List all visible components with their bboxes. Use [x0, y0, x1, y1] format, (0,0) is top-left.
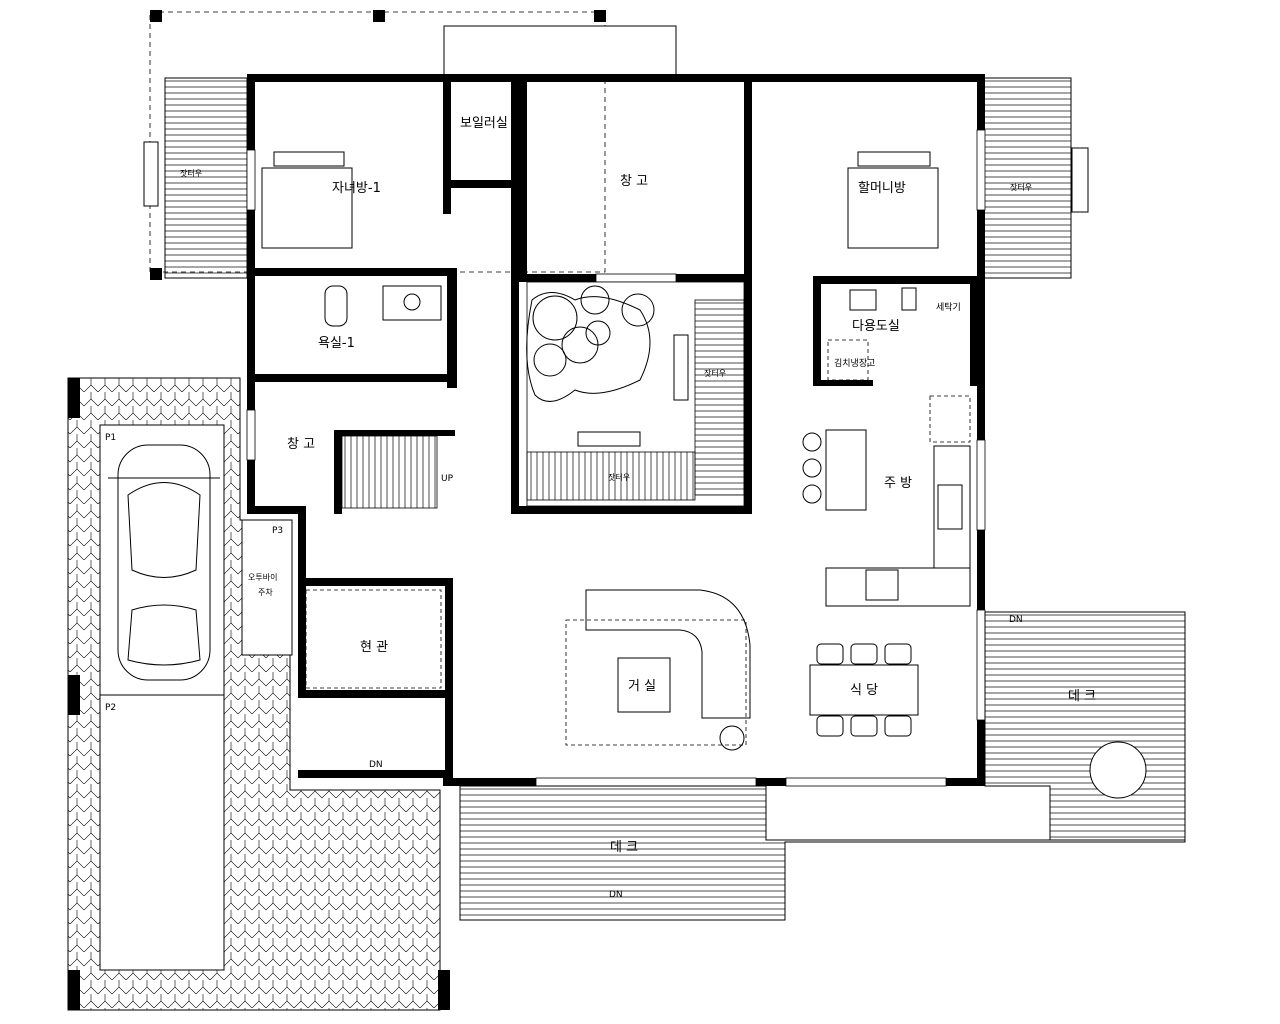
- bike-label-1: 오투바이: [248, 572, 277, 582]
- interior-walls: [247, 74, 978, 786]
- room-kitchen-label: 주 방: [884, 476, 912, 491]
- room-utility-label: 다용도실: [852, 319, 900, 334]
- fridge-label: 김치냉장고: [834, 357, 875, 369]
- top-porch: [443, 25, 677, 79]
- stairs-up-label: UP: [441, 474, 454, 484]
- room-bath-label: 욕실-1: [318, 336, 355, 351]
- stairs: [341, 435, 438, 509]
- court-bottom-label: 잣터우: [608, 472, 630, 482]
- parking-p2-label: P2: [105, 703, 116, 713]
- bed-grandma: [847, 151, 939, 249]
- courtyard: [526, 281, 745, 507]
- dn-label-deck: DN: [1009, 615, 1023, 625]
- room-storage-left-label: 창 고: [287, 437, 315, 452]
- room-storage-top-label: 창 고: [620, 174, 648, 189]
- deck-bottom-area: [459, 785, 1186, 921]
- eave-left: [143, 10, 606, 280]
- room-grandma-label: 할머니방: [858, 181, 906, 196]
- court-right-label: 잣터우: [704, 368, 726, 378]
- room-entrance-label: 현 관: [360, 640, 388, 655]
- room-bedroom1-label: 자녀방-1: [332, 181, 381, 196]
- parking-p1-label: P1: [105, 433, 116, 443]
- deck-right-label: 데 크: [1068, 689, 1096, 704]
- deck-bottom-label: 데 크: [610, 840, 638, 855]
- deck-right-area: [984, 611, 1186, 841]
- eave-left-label: 잣터우: [180, 168, 202, 178]
- car-icon: [108, 444, 220, 681]
- bed-bedroom1: [261, 151, 353, 249]
- parking-p3-label: P3: [272, 526, 283, 536]
- dn-label-entrance: DN: [369, 760, 383, 770]
- room-boiler-label: 보일러실: [460, 116, 508, 131]
- room-dining-label: 식 당: [850, 683, 878, 698]
- windows: [246, 129, 986, 787]
- washer-label: 세탁기: [936, 301, 961, 313]
- eave-right: [982, 77, 1089, 279]
- living-sofa: [565, 589, 751, 751]
- bath-fixtures: [324, 285, 442, 327]
- dining-table: [809, 643, 919, 737]
- eave-right-label: 잣터우: [1010, 182, 1032, 192]
- room-living-label: 거 실: [628, 679, 656, 694]
- parking-area: [67, 377, 450, 1011]
- kitchen-counter: [802, 287, 971, 607]
- dn-label-bottom: DN: [609, 890, 623, 900]
- bike-label-2: 주차: [258, 588, 273, 597]
- entrance-closet: [305, 589, 442, 689]
